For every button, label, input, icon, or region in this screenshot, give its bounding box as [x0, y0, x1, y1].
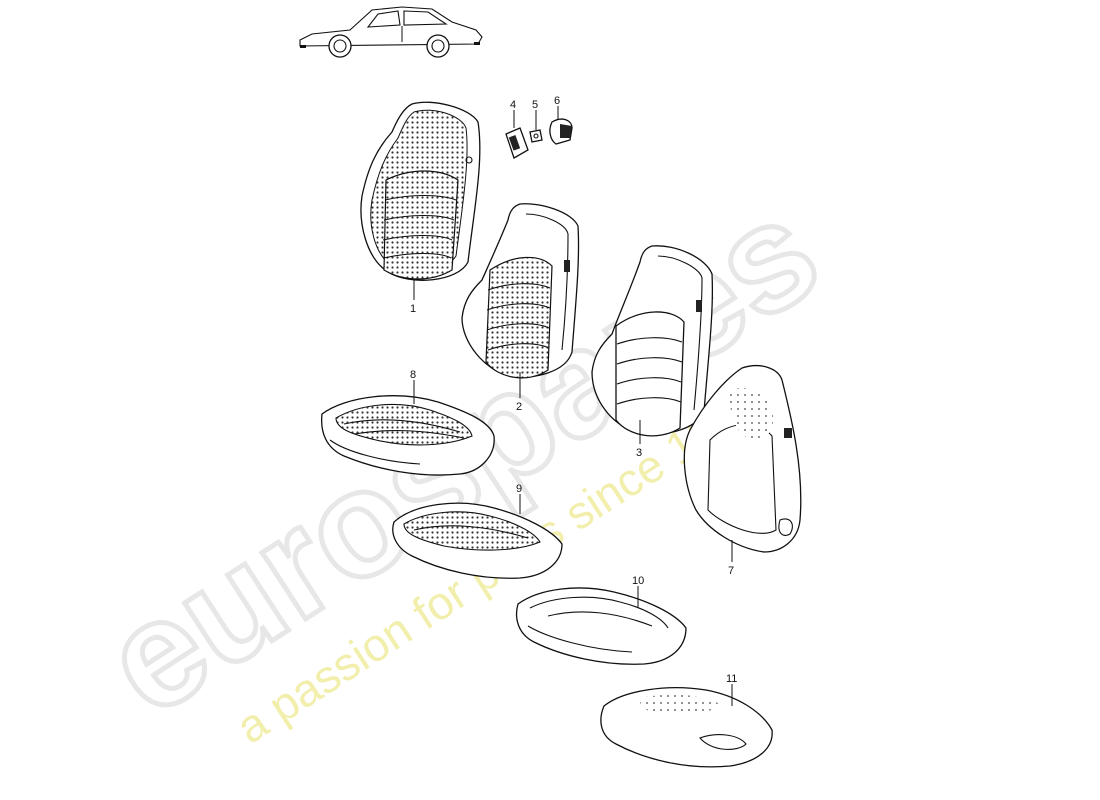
callout-4[interactable]: 4 — [510, 99, 516, 111]
callout-8[interactable]: 8 — [410, 369, 416, 381]
callout-labels: 1 2 3 4 5 6 7 8 9 10 11 — [410, 95, 737, 685]
callout-5[interactable]: 5 — [532, 99, 538, 111]
seat-backrest-1[interactable] — [360, 101, 481, 281]
callout-3[interactable]: 3 — [636, 447, 642, 459]
seat-cushion-8[interactable] — [320, 395, 495, 476]
clip-part-4[interactable] — [505, 127, 529, 159]
seat-cushion-9[interactable] — [392, 502, 563, 579]
leader-lines — [413, 106, 733, 706]
callout-2[interactable]: 2 — [516, 401, 522, 413]
callout-10[interactable]: 10 — [632, 575, 644, 587]
car-illustration — [299, 6, 483, 58]
callout-11[interactable]: 11 — [726, 673, 737, 685]
seat-cushion-10[interactable] — [515, 587, 687, 665]
callout-7[interactable]: 7 — [728, 565, 734, 577]
callout-9[interactable]: 9 — [516, 483, 522, 495]
clip-part-6[interactable] — [549, 118, 573, 145]
callout-6[interactable]: 6 — [554, 95, 560, 107]
seat-backrest-2[interactable] — [461, 203, 580, 379]
callout-1[interactable]: 1 — [410, 303, 416, 315]
seat-backrest-3[interactable] — [591, 245, 714, 437]
seat-cushion-11[interactable] — [600, 687, 773, 768]
clip-part-5[interactable] — [529, 129, 543, 143]
seat-backrest-7[interactable] — [683, 365, 802, 553]
